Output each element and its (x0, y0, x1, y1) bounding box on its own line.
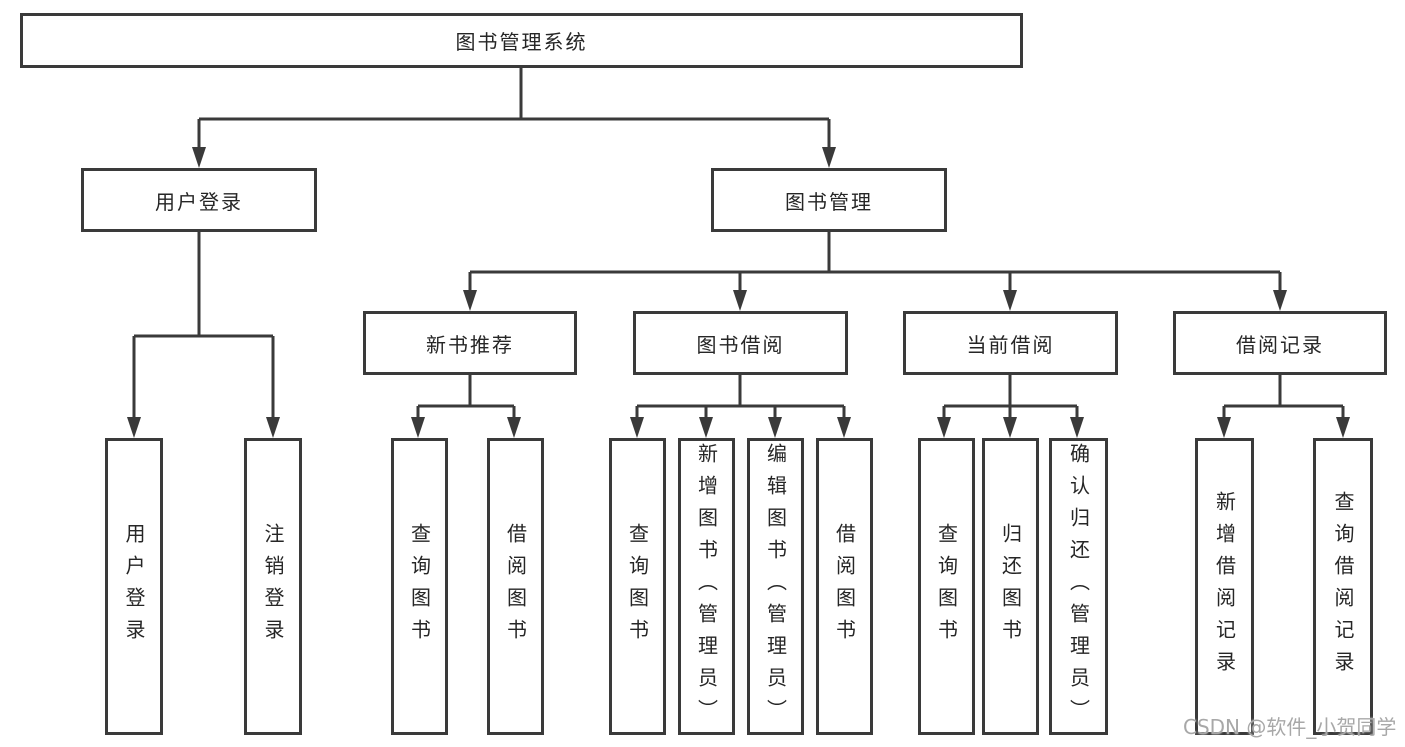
watermark: CSDN @软件_小贺同学 (1183, 715, 1397, 739)
node-book-borrowing: 图书借阅 (633, 311, 848, 375)
connector-path (132, 68, 1345, 420)
node-label: 图书管理 (785, 189, 873, 214)
leaf-borrowing-add-books-admin: 新增图书（管理员） (678, 438, 735, 735)
node-label: 借阅图书 (832, 522, 857, 651)
node-new-book-recommend: 新书推荐 (363, 311, 577, 375)
node-label: 查询借阅记录 (1331, 490, 1355, 683)
node-label: 编辑图书（管理员） (763, 442, 788, 731)
node-label: 查询图书 (934, 522, 959, 651)
node-label: 借阅图书 (503, 522, 528, 651)
node-library-system: 图书管理系统 (20, 13, 1023, 68)
leaf-recommend-borrow-books: 借阅图书 (487, 438, 544, 735)
node-borrowing-records: 借阅记录 (1173, 311, 1387, 375)
node-label: 用户登录 (122, 522, 146, 651)
leaf-user-login: 用户登录 (105, 438, 163, 735)
arrowhead-icons (127, 147, 1350, 438)
node-label: 查询图书 (407, 522, 432, 651)
node-label: 借阅记录 (1236, 332, 1324, 357)
node-label: 查询图书 (625, 522, 650, 651)
leaf-borrowing-edit-books-admin: 编辑图书（管理员） (747, 438, 804, 735)
leaf-records-query-record: 查询借阅记录 (1313, 438, 1373, 735)
leaf-borrowing-borrow-books: 借阅图书 (816, 438, 873, 735)
node-user-login: 用户登录 (81, 168, 317, 232)
node-current-borrowing: 当前借阅 (903, 311, 1118, 375)
leaf-borrowing-query-books: 查询图书 (609, 438, 666, 735)
leaf-current-query-books: 查询图书 (918, 438, 975, 735)
node-label: 当前借阅 (966, 332, 1055, 357)
node-label: 新增借阅记录 (1212, 490, 1237, 683)
node-label: 新增图书（管理员） (694, 442, 719, 731)
node-label: 注销登录 (261, 522, 285, 651)
node-label: 图书管理系统 (455, 30, 588, 54)
node-label: 用户登录 (155, 189, 243, 214)
node-label: 归还图书 (998, 522, 1023, 651)
node-book-management: 图书管理 (711, 168, 947, 232)
leaf-current-return-books: 归还图书 (982, 438, 1039, 735)
leaf-logout: 注销登录 (244, 438, 302, 735)
leaf-recommend-query-books: 查询图书 (391, 438, 448, 735)
node-label: 确认归还（管理员） (1066, 442, 1091, 731)
node-label: 新书推荐 (426, 332, 514, 357)
leaf-records-add-record: 新增借阅记录 (1195, 438, 1254, 735)
leaf-current-confirm-return-admin: 确认归还（管理员） (1049, 438, 1108, 735)
node-label: 图书借阅 (696, 332, 785, 357)
